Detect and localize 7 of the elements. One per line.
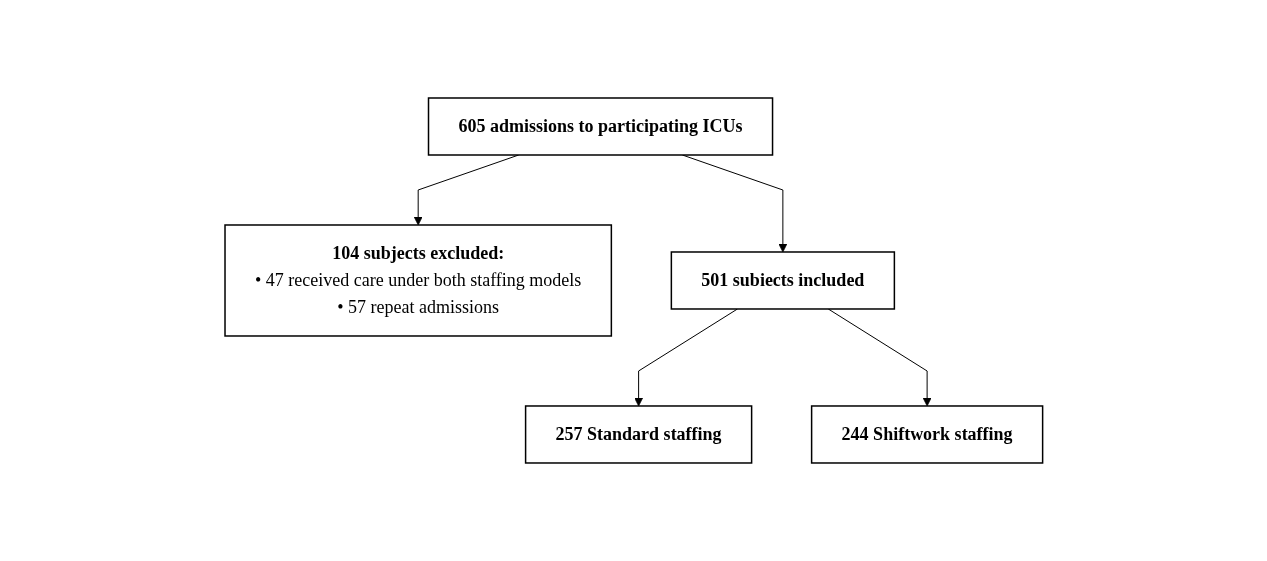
- node-box: 257 Standard staffing: [524, 405, 753, 464]
- node-box: 605 admissions to participating ICUs: [427, 97, 773, 156]
- arrow: [633, 308, 738, 407]
- arrow: [827, 308, 932, 407]
- node-box: 244 Shiftwork staffing: [810, 405, 1044, 464]
- node-box: 501 subiects included: [670, 251, 895, 310]
- node-box: 104 subjects excluded: • 47 received care under both staffing models • 57 repeat admissions: [223, 224, 612, 337]
